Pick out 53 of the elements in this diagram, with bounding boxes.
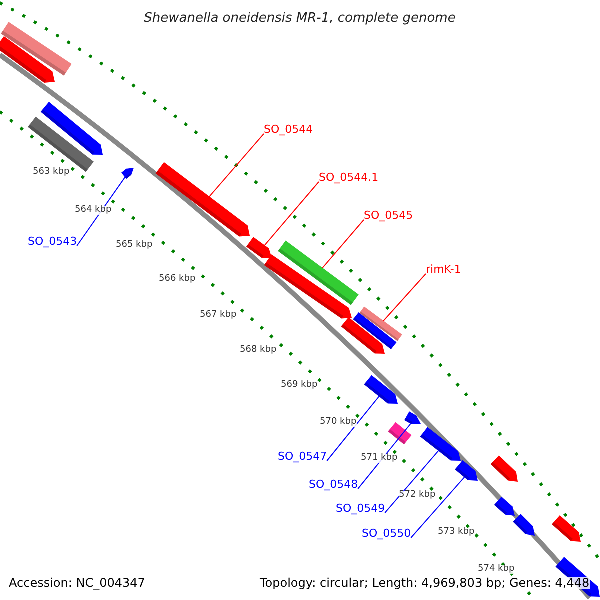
- scale-label: 569 kbp: [281, 381, 318, 390]
- gene-feature: [40, 102, 103, 155]
- scale-label: 574 kbp: [478, 565, 515, 574]
- leader-line: [76, 176, 126, 246]
- title: Shewanella oneidensis MR-1, complete genome: [143, 12, 457, 25]
- gene-label: rimK-1: [426, 264, 462, 275]
- gene-feature: [455, 460, 478, 481]
- gene-feature: [420, 427, 461, 461]
- leader-line: [410, 476, 466, 538]
- gene-feature: [513, 514, 535, 536]
- scale-label: 573 kbp: [438, 528, 475, 537]
- scale-label: 566 kbp: [159, 275, 196, 284]
- leader-line: [322, 220, 364, 269]
- gene-label: SO_0549: [336, 503, 386, 514]
- gene-feature: [552, 516, 581, 542]
- gene-label: SO_0550: [362, 528, 412, 539]
- gene-feature: [490, 456, 518, 482]
- gene-block: [360, 306, 402, 342]
- scale-label: 571 kbp: [361, 454, 398, 463]
- gene-feature: [246, 237, 272, 258]
- gene-label: SO_0543: [28, 236, 78, 247]
- info-text: Topology: circular; Length: 4,969,803 bp; Genes: 4,448: [260, 577, 590, 589]
- info-text: Accession: NC_004347: [9, 577, 146, 589]
- gene-feature: [404, 412, 421, 424]
- gene-label: SO_0548: [309, 479, 358, 490]
- gene-block: [388, 422, 412, 445]
- scale-label: 572 kbp: [399, 491, 436, 500]
- gene-feature: [364, 375, 398, 404]
- gene-block: [278, 240, 359, 306]
- leader-line: [384, 450, 440, 514]
- gene-block: [1, 22, 72, 76]
- gene-label: SO_0545: [364, 210, 414, 221]
- scale-label: 563 kbp: [33, 168, 70, 177]
- gene-label: SO_0547: [278, 451, 328, 462]
- scale-label: 565 kbp: [116, 241, 153, 250]
- gene-feature: [494, 496, 515, 516]
- gene-label: SO_0544.1: [319, 172, 379, 183]
- gene-feature: [264, 254, 352, 319]
- leader-line: [326, 396, 380, 462]
- leader-line: [264, 182, 320, 246]
- scale-label: 568 kbp: [240, 346, 277, 355]
- leader-line: [358, 423, 412, 490]
- leader-line: [208, 134, 264, 198]
- gene-feature: [156, 162, 250, 237]
- scale-label: 567 kbp: [200, 311, 237, 320]
- gene-feature: [122, 168, 134, 180]
- gene-feature: [0, 36, 55, 83]
- scale-label: 564 kbp: [75, 206, 112, 215]
- gene-label: SO_0544: [264, 124, 314, 135]
- gene-block: [353, 312, 397, 350]
- leader-line: [382, 274, 426, 322]
- scale-label: 570 kbp: [320, 418, 357, 427]
- gene-feature: [341, 317, 385, 354]
